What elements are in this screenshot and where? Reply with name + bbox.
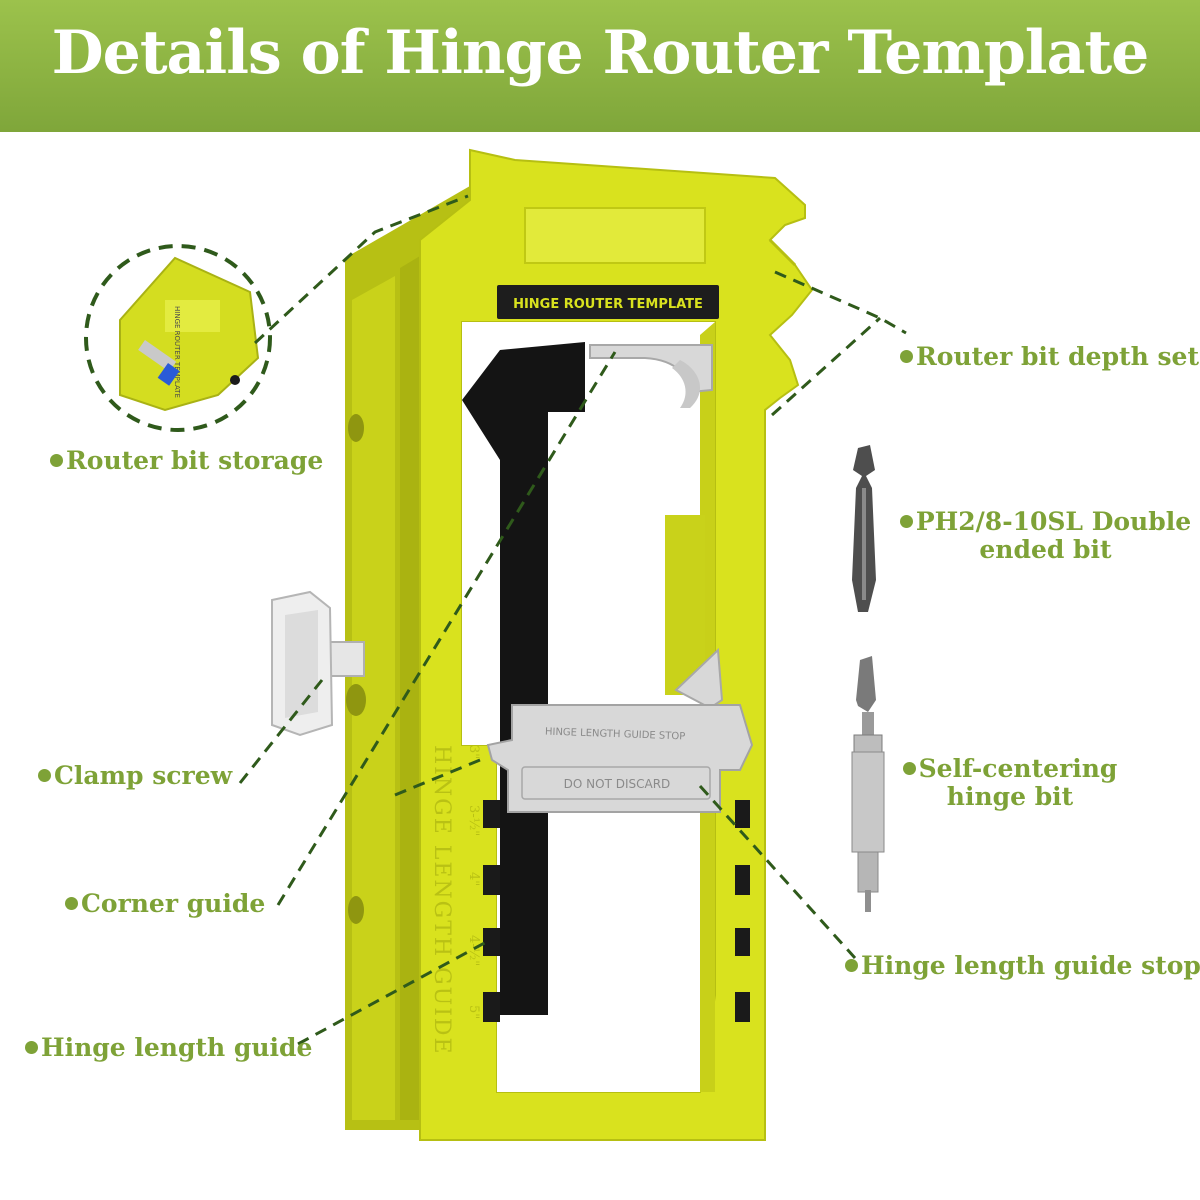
black-insert (462, 342, 585, 1015)
bullet-dot (65, 897, 78, 910)
corner-callout-line (276, 351, 617, 906)
size-4: 4" (466, 872, 481, 886)
bullet-dot (902, 762, 916, 775)
callout-hinge-length-guide-stop: Hinge length guide stop (845, 952, 1200, 980)
stop-inner-line (394, 758, 481, 797)
left-slot-column (483, 800, 500, 1022)
callout-double-ended-bit: PH2/8-10SL Double ended bit (898, 508, 1193, 564)
hinge-guide-callout-line (297, 938, 491, 1046)
guide-stop-text: HINGE LENGTH GUIDE STOP (545, 727, 686, 743)
callout-router-bit-storage: Router bit storage (50, 447, 323, 475)
clamp-callout-line (238, 679, 324, 784)
self-centering-bit (851, 656, 885, 912)
bullet-dot (25, 1041, 38, 1054)
template-label-text: HINGE ROUTER TEMPLATE (513, 297, 703, 312)
guide-stop-clip (674, 647, 724, 710)
size-5: 5" (466, 1005, 481, 1019)
bullet-dot (845, 959, 858, 972)
bullet-dot (50, 454, 63, 467)
bullet-dot (38, 769, 51, 782)
callout-router-bit-depth-set: Router bit depth set (900, 343, 1199, 371)
storage-callout-line (253, 194, 469, 345)
top-recess (524, 207, 706, 264)
hinge-length-guide-engraving: HINGE LENGTH GUIDE (429, 745, 454, 1056)
double-ended-bit (852, 445, 876, 612)
bullet-dot (900, 350, 913, 363)
do-not-discard-text: DO NOT DISCARD (564, 777, 671, 791)
callout-hinge-length-guide: Hinge length guide (25, 1034, 312, 1062)
right-slot-column (735, 800, 750, 1022)
guide-stop-body (486, 704, 754, 813)
size-4-half: 4-½" (466, 935, 481, 966)
callout-clamp-screw: Clamp screw (38, 762, 232, 790)
router-bit-storage-inset: HINGE ROUTER TEMPLATE (84, 244, 272, 432)
size-3: 3" (466, 745, 481, 759)
clamp-screw (271, 590, 365, 737)
depth-callout-line-bottom (770, 316, 882, 417)
template-label-plate (497, 285, 719, 319)
callout-self-centering-bit: Self-centering hinge bit (900, 755, 1120, 811)
title-banner: Details of Hinge Router Template (0, 0, 1200, 132)
callout-corner-guide: Corner guide (65, 890, 265, 918)
page-title: Details of Hinge Router Template (51, 18, 1150, 88)
inset-label: HINGE ROUTER TEMPLATE (173, 306, 181, 398)
size-3-half: 3-½" (466, 805, 481, 836)
bullet-dot (899, 515, 913, 528)
